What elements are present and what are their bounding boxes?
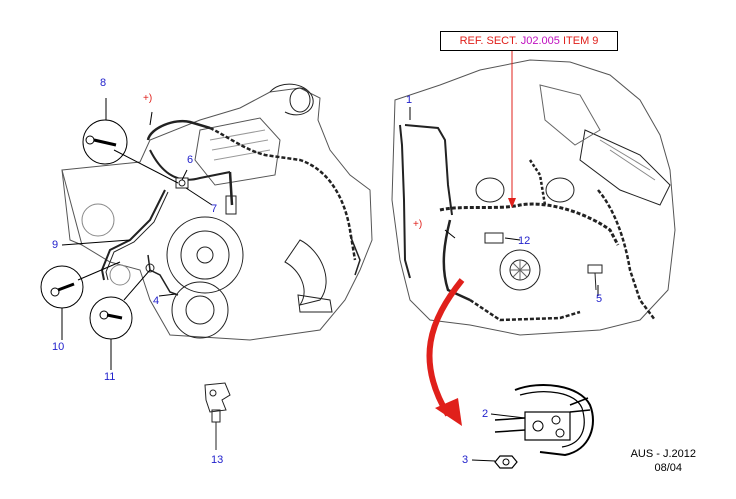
sensor-part-13 (204, 382, 231, 450)
bolt-bubble-11 (89, 296, 133, 340)
callout-7: 7 (211, 203, 218, 215)
right-engine-drawing (391, 59, 676, 336)
ref-prefix: REF. SECT. (459, 35, 518, 47)
diagram-date: 08/04 (654, 462, 682, 474)
bolt-bubble-10 (40, 265, 84, 309)
left-leader-lines (61, 98, 213, 370)
callout-6: 6 (187, 154, 194, 166)
callout-8: 8 (100, 77, 107, 89)
bolt-bubble-8 (82, 119, 128, 165)
callout-9: 9 (52, 239, 59, 251)
callout-10: 10 (52, 341, 65, 353)
plus-marker-right: +) (413, 219, 423, 230)
left-engine-drawing (61, 83, 373, 341)
ref-leader-arrowhead (508, 198, 516, 208)
detail-arrow (426, 278, 465, 417)
callout-2: 2 (482, 408, 489, 420)
callout-11: 11 (104, 371, 116, 383)
callout-13: 13 (211, 454, 224, 466)
plus-marker-left: +) (143, 93, 153, 104)
ref-item: ITEM 9 (562, 35, 599, 47)
callout-12: 12 (518, 235, 531, 247)
ref-section: J02.005 (520, 35, 560, 47)
right-leader-lines (409, 107, 599, 296)
callout-1: 1 (406, 94, 413, 106)
callout-5: 5 (596, 293, 603, 305)
callout-4: 4 (153, 295, 160, 307)
callout-3: 3 (462, 454, 469, 466)
detail-assembly (494, 384, 594, 469)
detail-leader-lines (471, 413, 526, 462)
diagram-code: AUS - J.2012 (630, 448, 696, 460)
reference-box: REF. SECT. J02.005 ITEM 9 (440, 31, 618, 51)
detail-arrowhead (435, 398, 462, 426)
